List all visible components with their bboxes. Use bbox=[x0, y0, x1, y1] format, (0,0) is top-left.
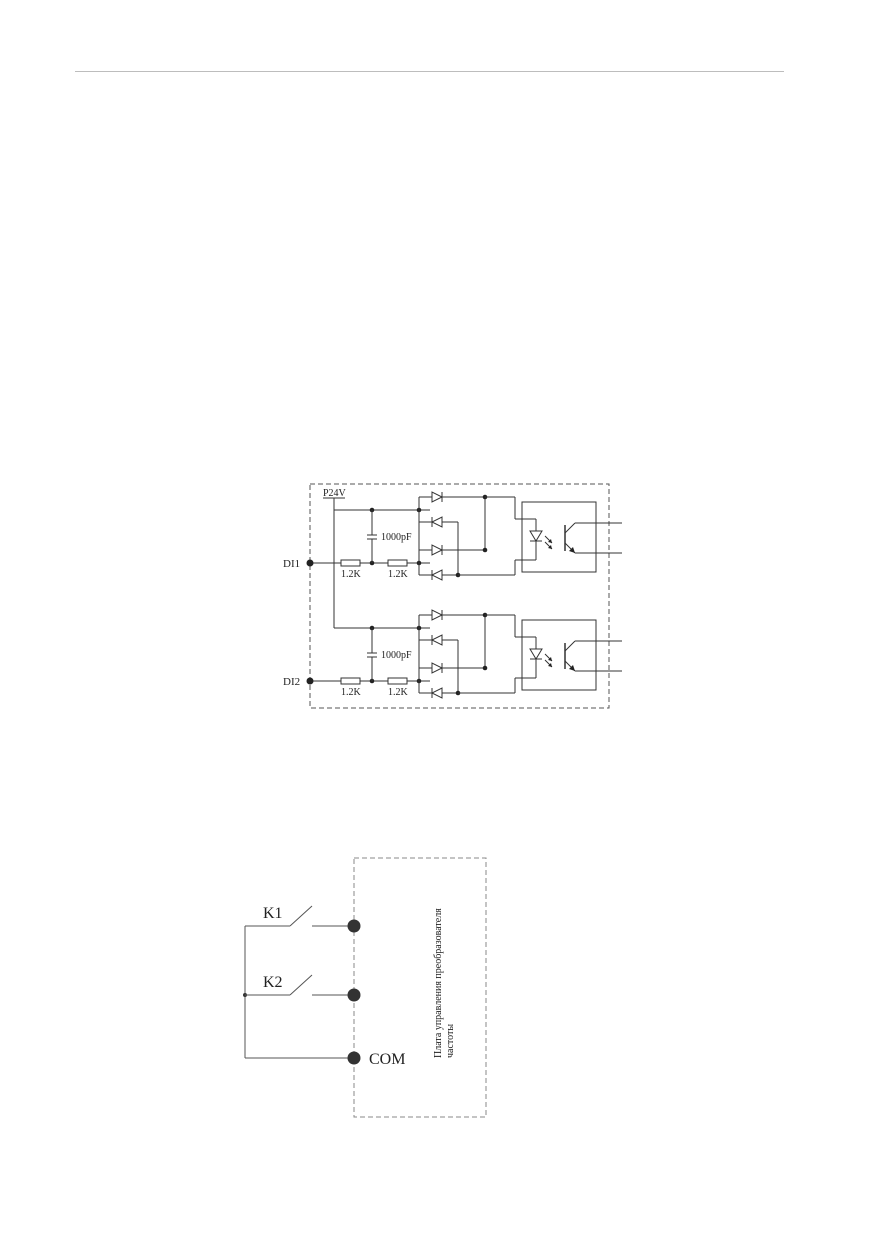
header-rule bbox=[75, 71, 784, 72]
di1-label: DI1 bbox=[283, 558, 300, 570]
circuit-boundary-box bbox=[309, 483, 610, 709]
board-label-line1: Плата управления преобразователя bbox=[433, 908, 444, 1058]
channel-di1 bbox=[305, 491, 623, 581]
k2-label: K2 bbox=[263, 974, 283, 991]
resistor-label-2a: 1.2K bbox=[341, 687, 362, 698]
terminal-k2 bbox=[347, 988, 361, 1002]
capacitor-label-1: 1000pF bbox=[381, 532, 412, 543]
com-label: COM bbox=[369, 1051, 405, 1068]
resistor-label-1a: 1.2K bbox=[341, 569, 362, 580]
terminal-com bbox=[347, 1051, 361, 1065]
capacitor-label-2: 1000pF bbox=[381, 650, 412, 661]
k1-label: K1 bbox=[263, 905, 283, 922]
switch-k1 bbox=[289, 905, 313, 927]
input-circuit-diagram: P24V 1000pF 1000pF 1.2K 1.2K 1.2K 1.2K D… bbox=[283, 483, 623, 709]
control-board-box bbox=[353, 857, 487, 1118]
terminal-k1 bbox=[347, 919, 361, 933]
resistor-label-2b: 1.2K bbox=[388, 687, 409, 698]
p24v-label: P24V bbox=[323, 488, 347, 499]
di2-label: DI2 bbox=[283, 676, 300, 688]
resistor-label-1b: 1.2K bbox=[388, 569, 409, 580]
switch-k2 bbox=[289, 974, 313, 996]
channel-di2 bbox=[305, 609, 623, 699]
wiring-diagram: K1 K2 COM Плата управления преобразовате… bbox=[243, 857, 487, 1118]
board-label-line2: частоты bbox=[445, 1024, 456, 1058]
